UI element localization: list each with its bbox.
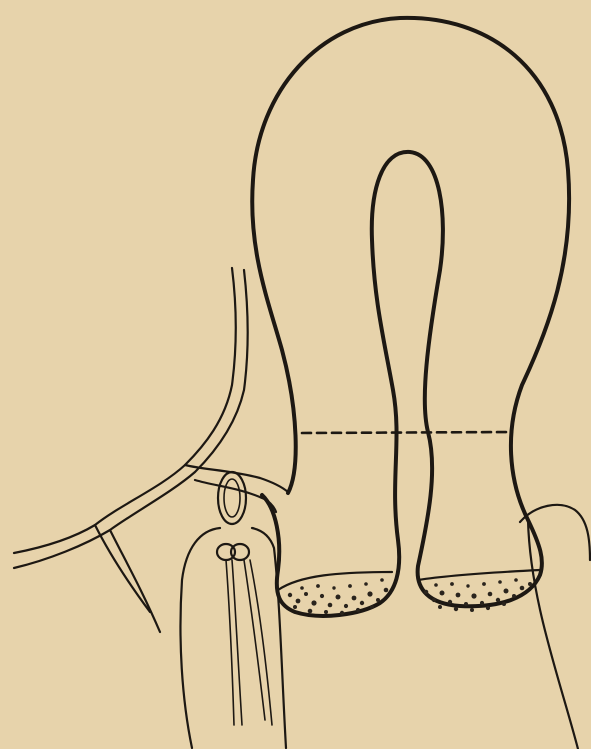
anatomical-illustration <box>0 0 591 749</box>
paper-background <box>0 0 591 749</box>
